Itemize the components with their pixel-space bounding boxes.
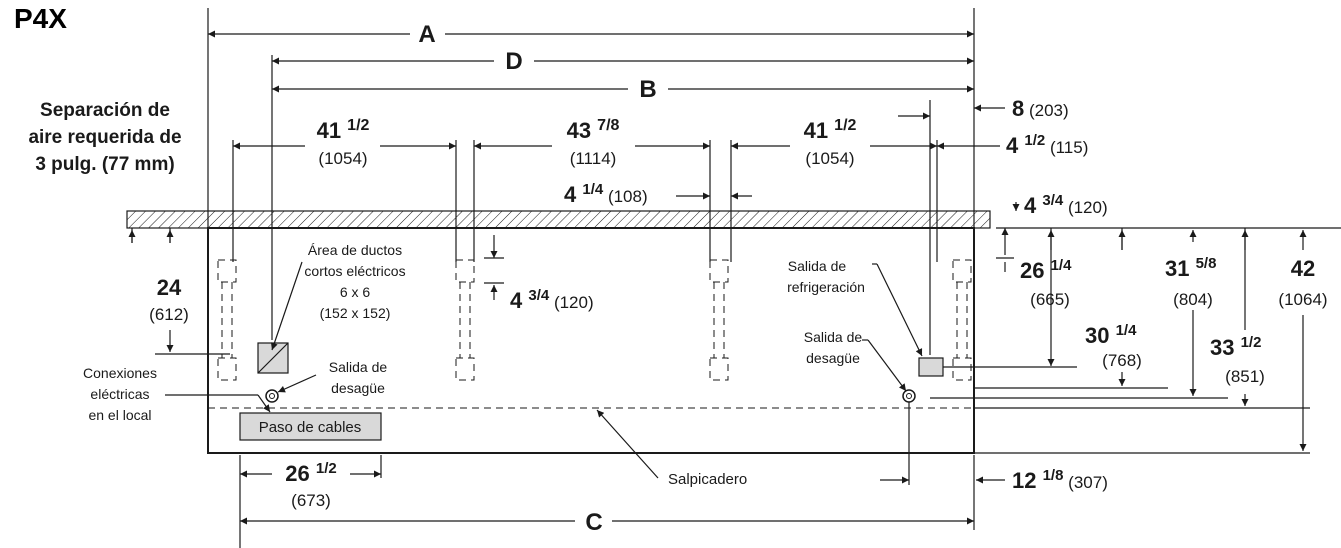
dimension-mid-4-75: 4 3/4 (120) — [484, 235, 594, 313]
dimension-left-24: 24 (612) — [128, 228, 230, 355]
svg-text:Salida de: Salida de — [329, 359, 388, 375]
dimension-30-25: 30 1/4 (768) — [1085, 228, 1142, 386]
svg-text:Salida de: Salida de — [788, 258, 847, 274]
dimension-span-1: 41 1/2 (1054) — [233, 117, 456, 168]
dimension-gap: 4 1/4 (108) — [564, 181, 752, 207]
svg-text:8 (203): 8 (203) — [1012, 96, 1069, 121]
duct-area: Área de ductos cortos eléctricos 6 x 6 (… — [257, 242, 406, 374]
countertop — [126, 210, 991, 229]
dimension-right-4-5: 4 1/2 (115) — [898, 112, 1088, 158]
letter-b: B — [639, 76, 656, 103]
svg-text:(612): (612) — [149, 305, 189, 324]
svg-text:desagüe: desagüe — [331, 380, 385, 396]
dimension-span-2: 43 7/8 (1114) — [474, 117, 710, 168]
svg-text:desagüe: desagüe — [806, 350, 860, 366]
svg-text:24: 24 — [157, 275, 182, 300]
svg-text:Conexiones: Conexiones — [83, 365, 157, 381]
svg-text:41 1/2: 41 1/2 — [317, 117, 370, 143]
backsplash: Salpicadero — [596, 409, 747, 488]
dimension-d: D — [272, 48, 974, 75]
svg-text:42: 42 — [1291, 256, 1315, 281]
dimension-top-4-75: 4 3/4 (120) — [996, 192, 1341, 229]
svg-text:4 3/4 (120): 4 3/4 (120) — [510, 287, 594, 313]
dimension-b: B — [272, 76, 974, 103]
dimension-26-25: 26 1/4 (665) — [996, 228, 1072, 366]
left-drain: Salida de desagüe — [265, 359, 388, 403]
svg-text:31 5/8: 31 5/8 — [1165, 255, 1216, 281]
svg-text:43 7/8: 43 7/8 — [567, 117, 620, 143]
svg-text:Salida de: Salida de — [804, 329, 863, 345]
svg-text:26 1/4: 26 1/4 — [1020, 257, 1072, 283]
dimension-26-5: 26 1/2 (673) — [239, 455, 382, 548]
dimension-31-625: 31 5/8 (804) — [1165, 230, 1216, 396]
svg-text:3 pulg. (77 mm): 3 pulg. (77 mm) — [35, 154, 174, 175]
svg-text:aire requerida de: aire requerida de — [28, 127, 181, 148]
dimension-right-8: 8 (203) — [974, 96, 1069, 121]
svg-text:(665): (665) — [1030, 290, 1070, 309]
dimension-42: 42 (1064) — [1278, 230, 1328, 451]
svg-text:6 x 6: 6 x 6 — [340, 284, 371, 300]
svg-text:(804): (804) — [1173, 290, 1213, 309]
svg-text:30 1/4: 30 1/4 — [1085, 322, 1137, 348]
letter-c: C — [585, 509, 602, 536]
svg-text:eléctricas: eléctricas — [90, 386, 149, 402]
refrigeration-outlet: Salida de refrigeración — [787, 258, 1077, 377]
letter-a: A — [418, 21, 435, 48]
diagram-title: P4X — [14, 3, 67, 34]
right-drain: Salida de desagüe — [804, 329, 916, 485]
svg-text:12 1/8 (307): 12 1/8 (307) — [1012, 467, 1108, 493]
svg-text:Separación de: Separación de — [40, 100, 170, 121]
clearance-note: Separación de aire requerida de 3 pulg. … — [28, 100, 181, 175]
svg-text:(768): (768) — [1102, 351, 1142, 370]
leg-positions — [217, 259, 972, 381]
svg-text:(851): (851) — [1225, 367, 1265, 386]
dimension-33-5: 33 1/2 (851) — [1210, 228, 1265, 406]
svg-text:4 1/4 (108): 4 1/4 (108) — [564, 181, 648, 207]
svg-text:Salpicadero: Salpicadero — [668, 471, 747, 488]
svg-text:Área de ductos: Área de ductos — [308, 242, 402, 258]
dimension-12-125: 12 1/8 (307) — [973, 455, 1108, 530]
svg-text:Paso de cables: Paso de cables — [259, 419, 362, 436]
letter-d: D — [505, 48, 522, 75]
svg-text:41 1/2: 41 1/2 — [804, 117, 857, 143]
svg-text:(1114): (1114) — [570, 149, 617, 168]
electrical-connections: Conexiones eléctricas en el local — [83, 365, 271, 423]
unit-body — [207, 227, 975, 454]
svg-text:cortos eléctricos: cortos eléctricos — [304, 263, 405, 279]
svg-text:(152 x 152): (152 x 152) — [320, 305, 391, 321]
svg-text:(673): (673) — [291, 491, 331, 510]
dimension-c: C — [240, 509, 974, 536]
svg-text:(1064): (1064) — [1278, 290, 1327, 309]
svg-text:33 1/2: 33 1/2 — [1210, 334, 1261, 360]
svg-text:26 1/2: 26 1/2 — [285, 460, 336, 486]
svg-text:4 3/4 (120): 4 3/4 (120) — [1024, 192, 1108, 218]
cable-pass: Paso de cables — [239, 412, 382, 441]
svg-text:4 1/2 (115): 4 1/2 (115) — [1006, 132, 1088, 158]
svg-text:(1054): (1054) — [805, 149, 854, 168]
dimension-a: A — [208, 21, 974, 48]
svg-text:refrigeración: refrigeración — [787, 279, 865, 295]
svg-text:en el local: en el local — [88, 407, 151, 423]
dimension-span-3: 41 1/2 (1054) — [731, 117, 937, 168]
svg-text:(1054): (1054) — [318, 149, 367, 168]
